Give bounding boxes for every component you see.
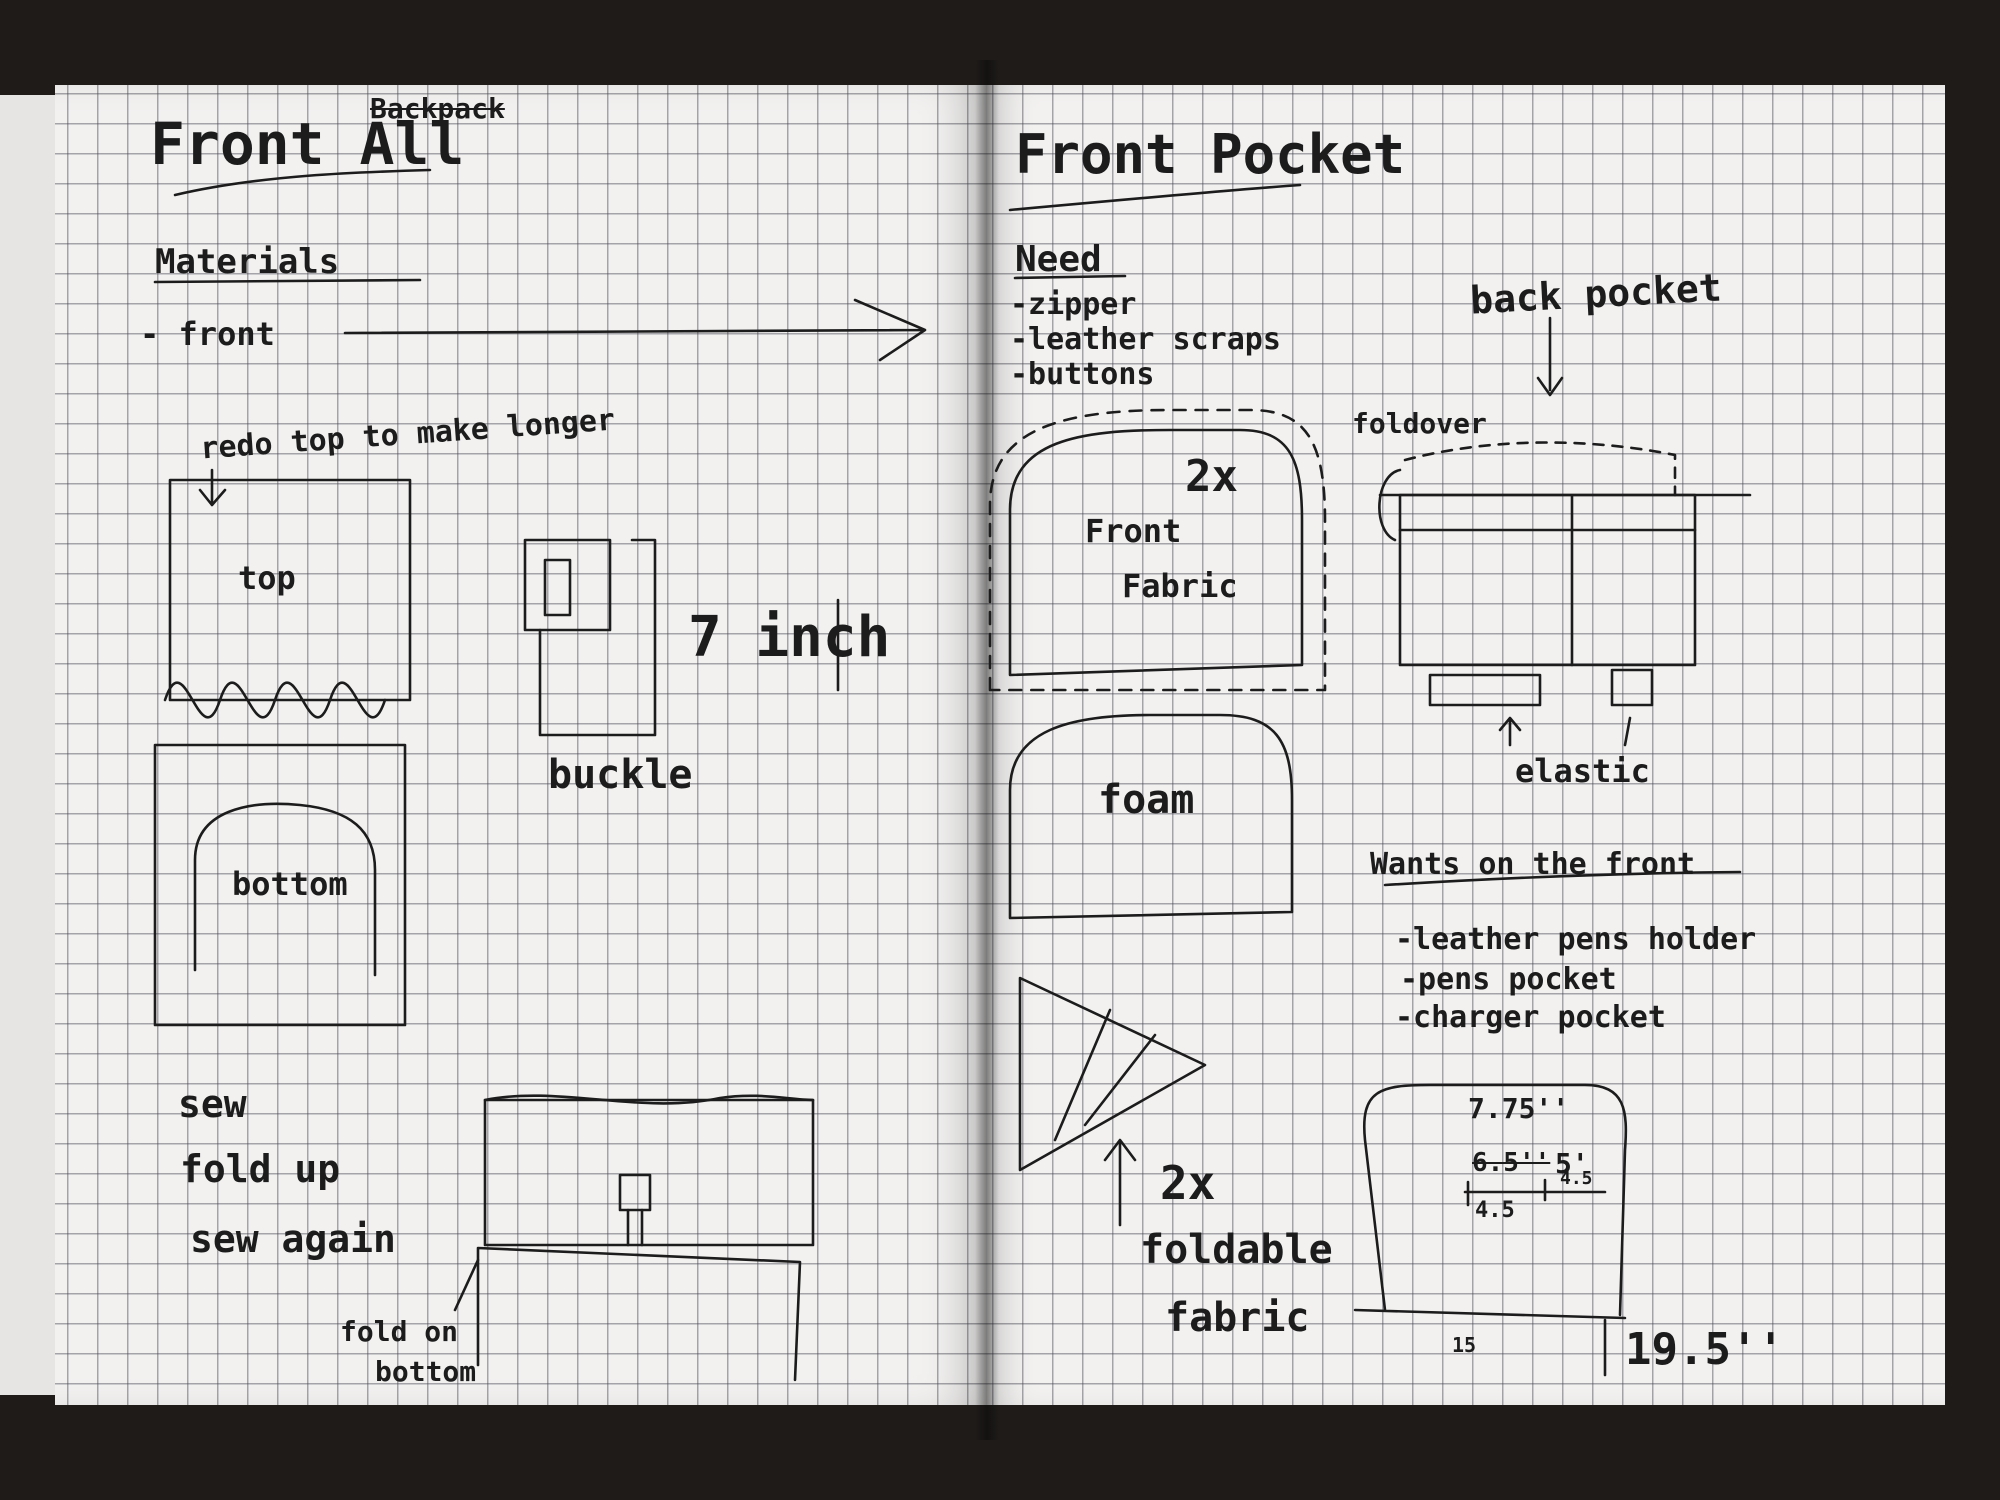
top-piece xyxy=(168,478,412,702)
elastic-strip-2 xyxy=(1610,668,1654,707)
small-buckle xyxy=(618,1173,652,1212)
inch-label: 7 inch xyxy=(688,605,891,670)
front-fabric-piece xyxy=(1008,428,1304,677)
fold-label-1: fold on xyxy=(340,1315,459,1348)
buckle-label: buckle xyxy=(548,752,693,798)
elastic-strip-1 xyxy=(1428,673,1542,707)
need-item-leather: -leather scraps xyxy=(1010,322,1281,357)
foldable-label-1: foldable xyxy=(1140,1227,1333,1273)
foldable-label-2: fabric xyxy=(1165,1295,1310,1341)
top-label: top xyxy=(238,559,296,597)
materials-item: - front xyxy=(140,315,275,353)
right-title: Front Pocket xyxy=(1015,123,1406,186)
multiplier-2: 2x xyxy=(1160,1156,1216,1210)
elastic-label: elastic xyxy=(1515,752,1650,790)
bottom-inner-arch xyxy=(193,802,377,977)
buckle-strap xyxy=(538,538,657,737)
wants-item-pens-holder: -leather pens holder xyxy=(1395,922,1757,957)
long-arrow xyxy=(343,298,927,362)
right-page xyxy=(987,85,1945,1405)
foldover-dash xyxy=(1403,441,1677,497)
elastic-arrow-1 xyxy=(1498,716,1522,747)
materials-underline xyxy=(153,278,422,284)
assembled-panel xyxy=(483,1098,815,1247)
left-title-strike: Backpack xyxy=(370,92,505,125)
step-sew-again: sew again xyxy=(190,1217,396,1261)
dim-4-5-a: 4.5 xyxy=(1560,1168,1593,1189)
wants-item-charger-pocket: -charger pocket xyxy=(1395,1000,1666,1035)
wants-heading: Wants on the front xyxy=(1370,847,1696,882)
foldover-curl xyxy=(1378,468,1402,542)
step-sew: sew xyxy=(178,1082,247,1126)
front-fabric-dash xyxy=(988,408,1327,692)
back-pocket-arrow xyxy=(1536,316,1564,397)
bottom-label: bottom xyxy=(232,865,348,903)
need-underline xyxy=(1013,274,1127,280)
bottom-piece xyxy=(153,743,407,1027)
fold-line xyxy=(476,1246,802,1382)
need-item-buttons: -buttons xyxy=(1010,357,1155,392)
back-pocket-divider xyxy=(1378,493,1752,667)
pocket-outline xyxy=(1353,1083,1628,1377)
foam-piece xyxy=(1008,713,1294,920)
wants-item-pens-pocket: -pens pocket xyxy=(1400,962,1617,997)
multiplier-1: 2x xyxy=(1185,451,1238,502)
need-item-zipper: -zipper xyxy=(1010,287,1137,322)
fold-label-2: bottom xyxy=(375,1355,477,1388)
elastic-arrow-2 xyxy=(1623,716,1632,747)
buckle-outer xyxy=(523,538,612,632)
front-fabric-label-1: Front xyxy=(1085,512,1182,550)
dim-line xyxy=(1463,1178,1607,1207)
foam-label: foam xyxy=(1098,777,1195,823)
wants-underline xyxy=(1383,870,1742,887)
dim-4-5-b: 4.5 xyxy=(1475,1198,1515,1223)
dim-15: 15 xyxy=(1452,1333,1477,1357)
back-pocket-body xyxy=(1398,493,1697,667)
foldable-triangle xyxy=(1018,976,1207,1172)
buckle-inner xyxy=(543,558,572,617)
foldable-arrow xyxy=(1103,1138,1137,1227)
dim-19-5: 19.5'' xyxy=(1625,1324,1784,1375)
wave-seam xyxy=(163,681,387,719)
assembled-top-wave xyxy=(483,1094,815,1105)
small-strap xyxy=(626,1208,644,1247)
materials-heading: Materials xyxy=(155,242,340,282)
step-fold-up: fold up xyxy=(180,1147,341,1191)
front-fabric-label-2: Fabric xyxy=(1122,567,1238,605)
foldover-label: foldover xyxy=(1352,407,1487,440)
dim-5: 5' xyxy=(1555,1147,1589,1180)
right-title-underline xyxy=(1008,183,1302,212)
redo-arrow xyxy=(198,468,227,507)
fold-arrow xyxy=(453,1258,480,1312)
dim-7-75: 7.75'' xyxy=(1468,1092,1570,1125)
left-title: Front All xyxy=(150,110,465,178)
need-heading: Need xyxy=(1015,239,1102,280)
dim-6-5: 6.5'' xyxy=(1472,1148,1551,1178)
notebook-spine xyxy=(975,60,999,1440)
title-underline xyxy=(173,168,432,197)
